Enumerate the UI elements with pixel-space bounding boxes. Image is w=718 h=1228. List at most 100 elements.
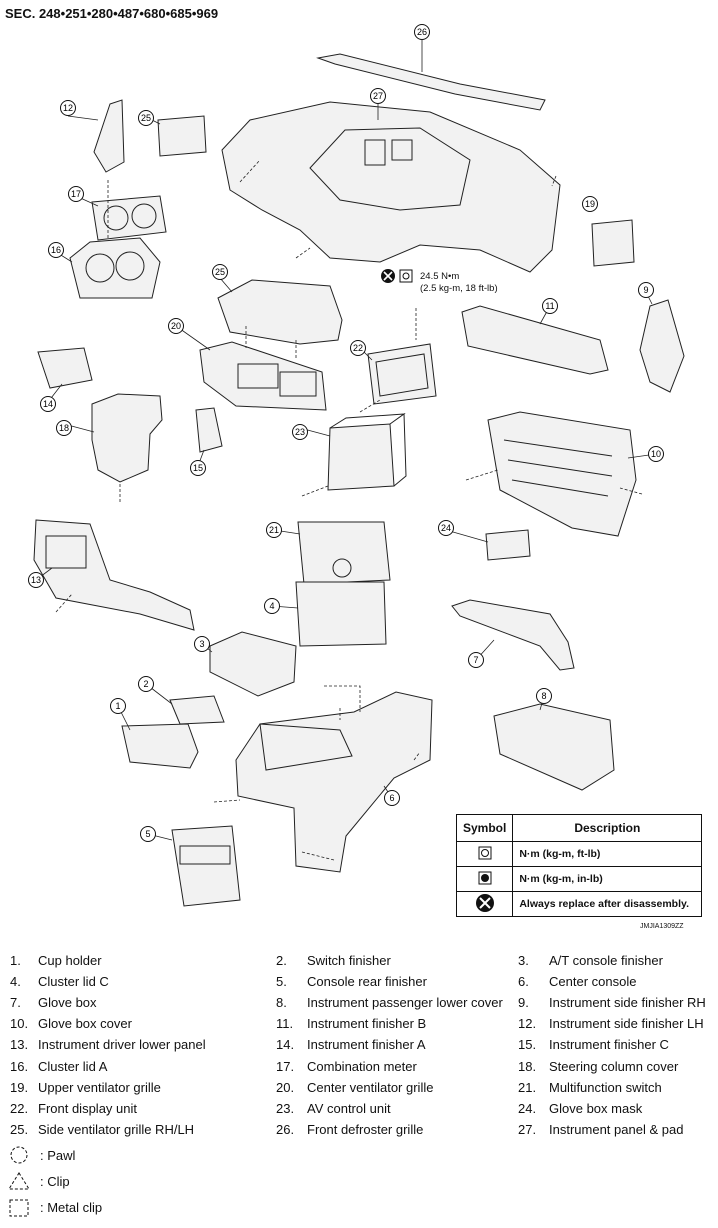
svg-text:10: 10 — [651, 449, 661, 459]
svg-text:25: 25 — [141, 113, 151, 123]
svg-text:5: 5 — [145, 829, 150, 839]
side-vent-rh — [591, 219, 635, 267]
combination-meter — [91, 195, 167, 241]
console-rear-finisher — [171, 825, 241, 907]
side-finisher-lh — [93, 99, 125, 173]
driver-lower-panel — [33, 519, 195, 631]
svg-text:25: 25 — [215, 267, 225, 277]
key-metal-clip-label: : Metal clip — [40, 1200, 103, 1215]
callout-8: 8 — [536, 688, 552, 704]
svg-text:21: 21 — [269, 525, 279, 535]
front-display-unit — [367, 343, 437, 405]
legend-number: 13. — [10, 1037, 29, 1053]
legend-part-name: Glove box mask — [549, 1100, 643, 1116]
legend-part-name: Console rear finisher — [307, 974, 427, 990]
instrument-finisher-c — [195, 407, 223, 453]
legend-number: 12. — [518, 1016, 537, 1032]
legend-number: 26. — [276, 1121, 295, 1137]
legend-number: 20. — [276, 1079, 295, 1095]
symbol-desc-2: N·m (kg-m, in-lb) — [512, 866, 703, 892]
legend-part-name: Multifunction switch — [549, 1079, 662, 1095]
svg-text:16: 16 — [51, 245, 61, 255]
legend-part-name: Cluster lid C — [38, 974, 109, 990]
legend-part-name: Switch finisher — [307, 953, 391, 968]
callout-21: 21 — [266, 522, 282, 538]
legend-part-name: Instrument finisher B — [307, 1016, 427, 1032]
callout-3: 3 — [194, 636, 210, 652]
callout-2: 2 — [138, 676, 154, 692]
svg-text:11: 11 — [545, 301, 554, 311]
legend-part-name: A/T console finisher — [549, 953, 663, 968]
callout-6: 6 — [384, 790, 400, 806]
callout-12: 12 — [60, 100, 76, 116]
legend-number: 4. — [10, 974, 21, 990]
svg-text:18: 18 — [59, 423, 69, 433]
legend-part-name: Instrument panel & pad — [549, 1121, 684, 1137]
callout-16: 16 — [48, 242, 64, 258]
legend-number: 22. — [10, 1100, 29, 1116]
instrument-finisher-a — [37, 347, 93, 389]
legend-number: 23. — [276, 1100, 295, 1116]
svg-text:3: 3 — [199, 639, 204, 649]
svg-text:22: 22 — [353, 343, 363, 353]
av-control-unit — [327, 423, 395, 491]
callout-27: 27 — [370, 88, 386, 104]
legend-number: 1. — [10, 953, 21, 968]
callout-10: 10 — [648, 446, 664, 462]
legend-part-name: Instrument finisher C — [549, 1037, 669, 1053]
legend-part-name: Cluster lid A — [38, 1058, 108, 1074]
svg-text:4: 4 — [269, 601, 274, 611]
svg-text:13: 13 — [31, 575, 41, 585]
callout-19: 19 — [582, 196, 598, 212]
svg-text:27: 27 — [373, 91, 383, 101]
callout-15: 15 — [190, 460, 206, 476]
legend-number: 25. — [10, 1121, 29, 1137]
torque-note: 24.5 N•m (2.5 kg-m, 18 ft-lb) — [420, 271, 498, 295]
exploded-view-diagram: 2627122517162519911202214181523102421134… — [28, 24, 685, 907]
torque-socket-filled-icon — [478, 871, 492, 884]
legend-part-name: Combination meter — [307, 1058, 417, 1074]
glove-box-mask — [485, 529, 531, 561]
section-label: SEC. 248•251•280•487•680•685•969 — [5, 6, 219, 21]
legend-part-name: Center ventilator grille — [307, 1079, 434, 1095]
svg-text:1: 1 — [115, 701, 120, 711]
legend-number: 27. — [518, 1121, 537, 1137]
callout-17: 17 — [68, 186, 84, 202]
svg-text:12: 12 — [63, 103, 73, 113]
legend-part-name: Cup holder — [38, 953, 102, 968]
multifunction-switch — [297, 521, 391, 585]
callout-13: 13 — [28, 572, 44, 588]
legend-number: 6. — [518, 974, 529, 990]
legend-part-name: Instrument finisher A — [307, 1037, 426, 1053]
glove-box-cover — [487, 411, 637, 537]
description-header: Description — [512, 814, 703, 842]
legend-part-name: Instrument driver lower panel — [38, 1037, 206, 1053]
callout-18: 18 — [56, 420, 72, 436]
legend-number: 7. — [10, 995, 21, 1011]
legend-part-name: Side ventilator grille RH/LH — [38, 1121, 195, 1137]
legend-number: 21. — [518, 1079, 537, 1095]
replace-part-icon — [475, 893, 494, 912]
instrument-panel — [221, 101, 561, 273]
legend-part-name: Steering column cover — [549, 1058, 679, 1074]
callout-20: 20 — [168, 318, 184, 334]
legend-number: 10. — [10, 1016, 29, 1032]
legend-number: 3. — [518, 953, 529, 968]
torque-conversion: (2.5 kg-m, 18 ft-lb) — [420, 283, 498, 294]
legend-part-name: AV control unit — [307, 1100, 391, 1116]
callout-4: 4 — [264, 598, 280, 614]
front-defroster-grille — [316, 53, 546, 111]
svg-text:20: 20 — [171, 321, 181, 331]
legend-number: 11. — [276, 1016, 294, 1032]
figure-code: JMJIA1309ZZ — [640, 923, 684, 930]
upper-vent-grille — [217, 279, 343, 345]
symbol-desc-3: Always replace after disassembly. — [512, 891, 703, 917]
callout-25: 25 — [138, 110, 154, 126]
center-vent-grille — [199, 341, 327, 411]
svg-text:23: 23 — [295, 427, 305, 437]
legend-part-name: Center console — [549, 974, 637, 990]
symbol-desc-1: N·m (kg-m, ft-lb) — [512, 841, 703, 867]
legend-number: 5. — [276, 974, 287, 990]
cup-holder — [121, 723, 199, 769]
legend-part-name: Front display unit — [38, 1100, 137, 1116]
